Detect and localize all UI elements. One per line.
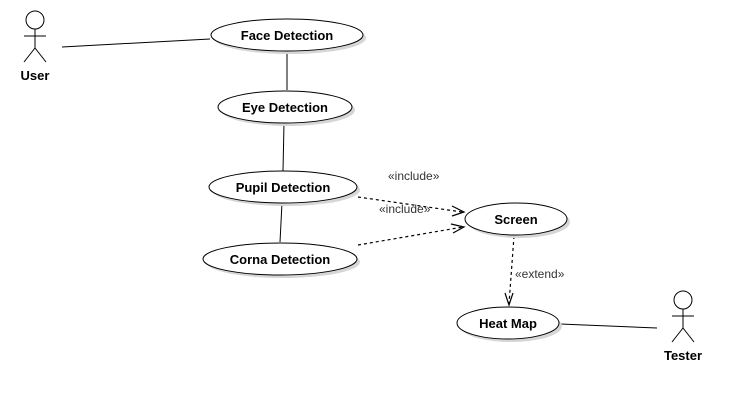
actor-head-icon <box>25 10 45 30</box>
association-eye-pupil <box>282 122 285 172</box>
use-case-face-detection[interactable]: Face Detection <box>210 18 366 54</box>
include-pupil-arrowhead <box>451 205 466 217</box>
actor-tester[interactable]: Tester <box>664 290 702 363</box>
include-corna-arrowhead <box>450 223 466 234</box>
use-case-heat-map[interactable]: Heat Map <box>456 306 562 342</box>
actor-user[interactable]: User <box>21 10 50 83</box>
use-case-corna-detection[interactable]: Corna Detection <box>202 242 360 278</box>
include-corna-screen <box>357 226 464 246</box>
include-label-2: «include» <box>379 202 431 216</box>
actor-label: Tester <box>664 348 702 363</box>
use-case-pupil-detection[interactable]: Pupil Detection <box>208 170 360 206</box>
use-case-label: Pupil Detection <box>236 180 331 195</box>
association-user-face <box>61 38 211 48</box>
actor-head-icon <box>673 290 693 310</box>
extend-heatmap-screen <box>508 235 515 305</box>
association-pupil-corna <box>279 202 283 243</box>
extend-label: «extend» <box>515 267 565 281</box>
use-case-label: Heat Map <box>479 316 537 331</box>
use-case-label: Face Detection <box>241 28 334 43</box>
association-heatmap-tester <box>559 323 658 329</box>
use-case-label: Screen <box>494 212 537 227</box>
use-case-label: Corna Detection <box>230 252 330 267</box>
use-case-screen[interactable]: Screen <box>464 202 570 238</box>
actor-label: User <box>21 68 50 83</box>
use-case-eye-detection[interactable]: Eye Detection <box>217 90 355 126</box>
include-label-1: «include» <box>388 169 440 183</box>
use-case-label: Eye Detection <box>242 100 328 115</box>
extend-arrowhead <box>504 292 514 307</box>
